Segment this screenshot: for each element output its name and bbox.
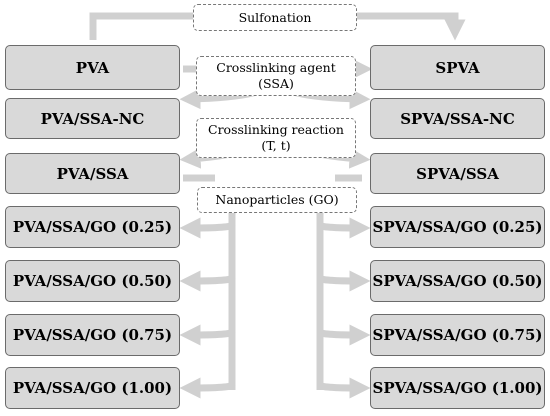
box-pva: PVA (5, 45, 180, 90)
box-pva-ssa-go-050: PVA/SSA/GO (0.50) (5, 260, 180, 302)
box-pva-ssa: PVA/SSA (5, 153, 180, 194)
box-pva-ssa-go-025: PVA/SSA/GO (0.25) (5, 206, 180, 248)
step-crosslinking-agent-text: Crosslinking agent (216, 60, 336, 76)
go-left-075 (179, 324, 236, 346)
go-left-025 (179, 217, 236, 239)
step-crosslinking-reaction: Crosslinking reaction (T, t) (196, 118, 356, 158)
box-spva-ssa-go-100: SPVA/SSA/GO (1.00) (370, 367, 545, 409)
box-pva-ssa-nc: PVA/SSA-NC (5, 98, 180, 139)
box-spva-ssa-nc: SPVA/SSA-NC (370, 98, 545, 139)
box-spva-ssa-go-025: SPVA/SSA/GO (0.25) (370, 206, 545, 248)
step-nanoparticles-text: Nanoparticles (GO) (215, 192, 339, 208)
go-right-100 (316, 377, 371, 399)
go-right-050 (316, 270, 371, 292)
box-spva-ssa-go-075: SPVA/SSA/GO (0.75) (370, 314, 545, 356)
step-sulfonation-text: Sulfonation (238, 9, 312, 25)
step-nanoparticles: Nanoparticles (GO) (197, 187, 357, 213)
go-left-100 (179, 377, 236, 399)
step-crosslinking-reaction-sub: (T, t) (261, 138, 291, 153)
step-sulfonation: Sulfonation (193, 4, 357, 31)
box-spva: SPVA (370, 45, 545, 90)
step-crosslinking-agent: Crosslinking agent (SSA) (196, 56, 356, 96)
step-crosslinking-agent-sub: (SSA) (258, 76, 294, 91)
step-crosslinking-reaction-text: Crosslinking reaction (208, 122, 344, 138)
go-right-075 (316, 324, 371, 346)
box-spva-ssa: SPVA/SSA (370, 153, 545, 194)
go-left-050 (179, 270, 236, 292)
box-pva-ssa-go-100: PVA/SSA/GO (1.00) (5, 367, 180, 409)
box-spva-ssa-go-050: SPVA/SSA/GO (0.50) (370, 260, 545, 302)
go-right-025 (316, 217, 371, 239)
box-pva-ssa-go-075: PVA/SSA/GO (0.75) (5, 314, 180, 356)
